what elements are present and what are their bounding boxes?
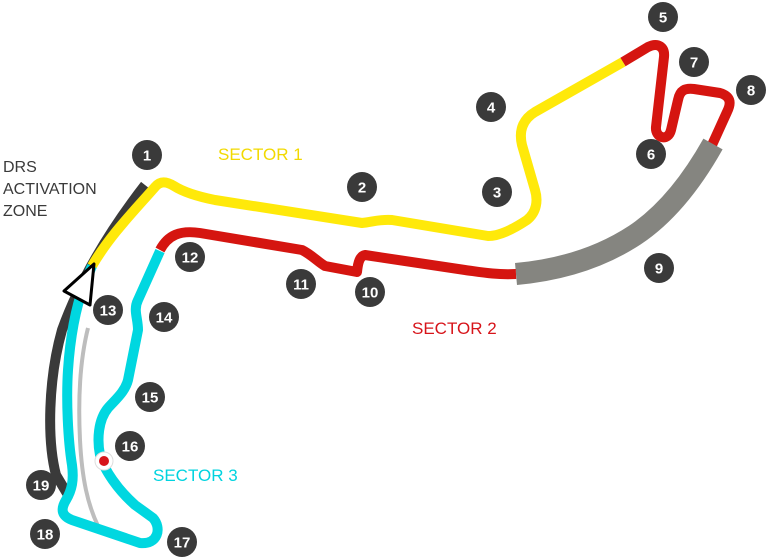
turn-marker-circle — [93, 295, 123, 325]
turn-number: 7 — [690, 55, 698, 72]
turn-marker-16: 16 — [115, 431, 145, 461]
turn-marker-circle — [636, 139, 666, 169]
turn-marker-circle — [167, 527, 197, 557]
turn-marker-circle — [135, 382, 165, 412]
turn-marker-19: 19 — [26, 470, 56, 500]
turn-number: 9 — [655, 261, 663, 278]
turn-marker-2: 2 — [347, 172, 377, 202]
sector-1-track — [87, 57, 626, 269]
turn-number: 15 — [142, 390, 159, 407]
turn-number: 14 — [156, 310, 173, 327]
turn-marker-circle — [644, 253, 674, 283]
turn-marker-14: 14 — [149, 302, 179, 332]
turn-marker-10: 10 — [355, 277, 385, 307]
sector-2-track-upper — [620, 40, 735, 148]
turn-marker-1: 1 — [132, 140, 162, 170]
drs-detection-triangle-icon — [62, 262, 96, 307]
turn-number: 6 — [647, 147, 655, 164]
drs-label-line2: ACTIVATION — [3, 181, 97, 198]
turn-marker-6: 6 — [636, 139, 666, 169]
turn-marker-circle — [115, 431, 145, 461]
turn-marker-18: 18 — [30, 519, 60, 549]
turn-marker-circle — [132, 140, 162, 170]
turn-number: 17 — [174, 535, 191, 552]
turn-marker-circle — [175, 242, 205, 272]
turn-marker-7: 7 — [679, 47, 709, 77]
turn-marker-circle — [347, 172, 377, 202]
turn-marker-circle — [679, 47, 709, 77]
turn-marker-15: 15 — [135, 382, 165, 412]
turn-marker-circle — [286, 269, 316, 299]
turn-marker-11: 11 — [286, 269, 316, 299]
turn-marker-3: 3 — [482, 177, 512, 207]
turn-marker-17: 17 — [167, 527, 197, 557]
sector-3-track — [57, 248, 165, 549]
turn-number: 12 — [182, 250, 199, 267]
start-point-marker-icon — [99, 456, 109, 466]
turn-number: 1 — [143, 148, 151, 165]
turn-marker-12: 12 — [175, 242, 205, 272]
turn-number: 13 — [100, 303, 117, 320]
turn-marker-circle — [355, 277, 385, 307]
drs-label-line3: ZONE — [3, 203, 47, 220]
turn-number: 16 — [122, 439, 139, 456]
turn-number: 4 — [487, 100, 496, 117]
turn-number: 3 — [493, 185, 501, 202]
tunnel-section — [514, 138, 723, 285]
sector-2-label: SECTOR 2 — [412, 319, 497, 338]
turn-marker-4: 4 — [476, 92, 506, 122]
turn-marker-13: 13 — [93, 295, 123, 325]
turn-marker-circle — [736, 75, 766, 105]
turn-marker-circle — [26, 470, 56, 500]
turn-marker-circle — [482, 177, 512, 207]
pit-lane-line — [77, 327, 100, 527]
turn-number: 10 — [362, 285, 379, 302]
turn-marker-circle — [648, 2, 678, 32]
turn-marker-8: 8 — [736, 75, 766, 105]
turn-marker-5: 5 — [648, 2, 678, 32]
drs-label-line1: DRS — [3, 159, 37, 176]
turn-number: 19 — [33, 478, 50, 495]
sector-3-label: SECTOR 3 — [153, 466, 238, 485]
turn-marker-9: 9 — [644, 253, 674, 283]
turn-number: 11 — [293, 277, 309, 294]
turn-marker-circle — [149, 302, 179, 332]
turn-marker-circle — [476, 92, 506, 122]
turn-number: 18 — [37, 527, 54, 544]
sector-2-track-lower — [155, 227, 517, 280]
sector-1-label: SECTOR 1 — [218, 145, 303, 164]
turn-number: 5 — [659, 10, 667, 27]
turn-number: 8 — [747, 83, 755, 100]
turn-marker-circle — [30, 519, 60, 549]
turn-number: 2 — [358, 180, 366, 197]
